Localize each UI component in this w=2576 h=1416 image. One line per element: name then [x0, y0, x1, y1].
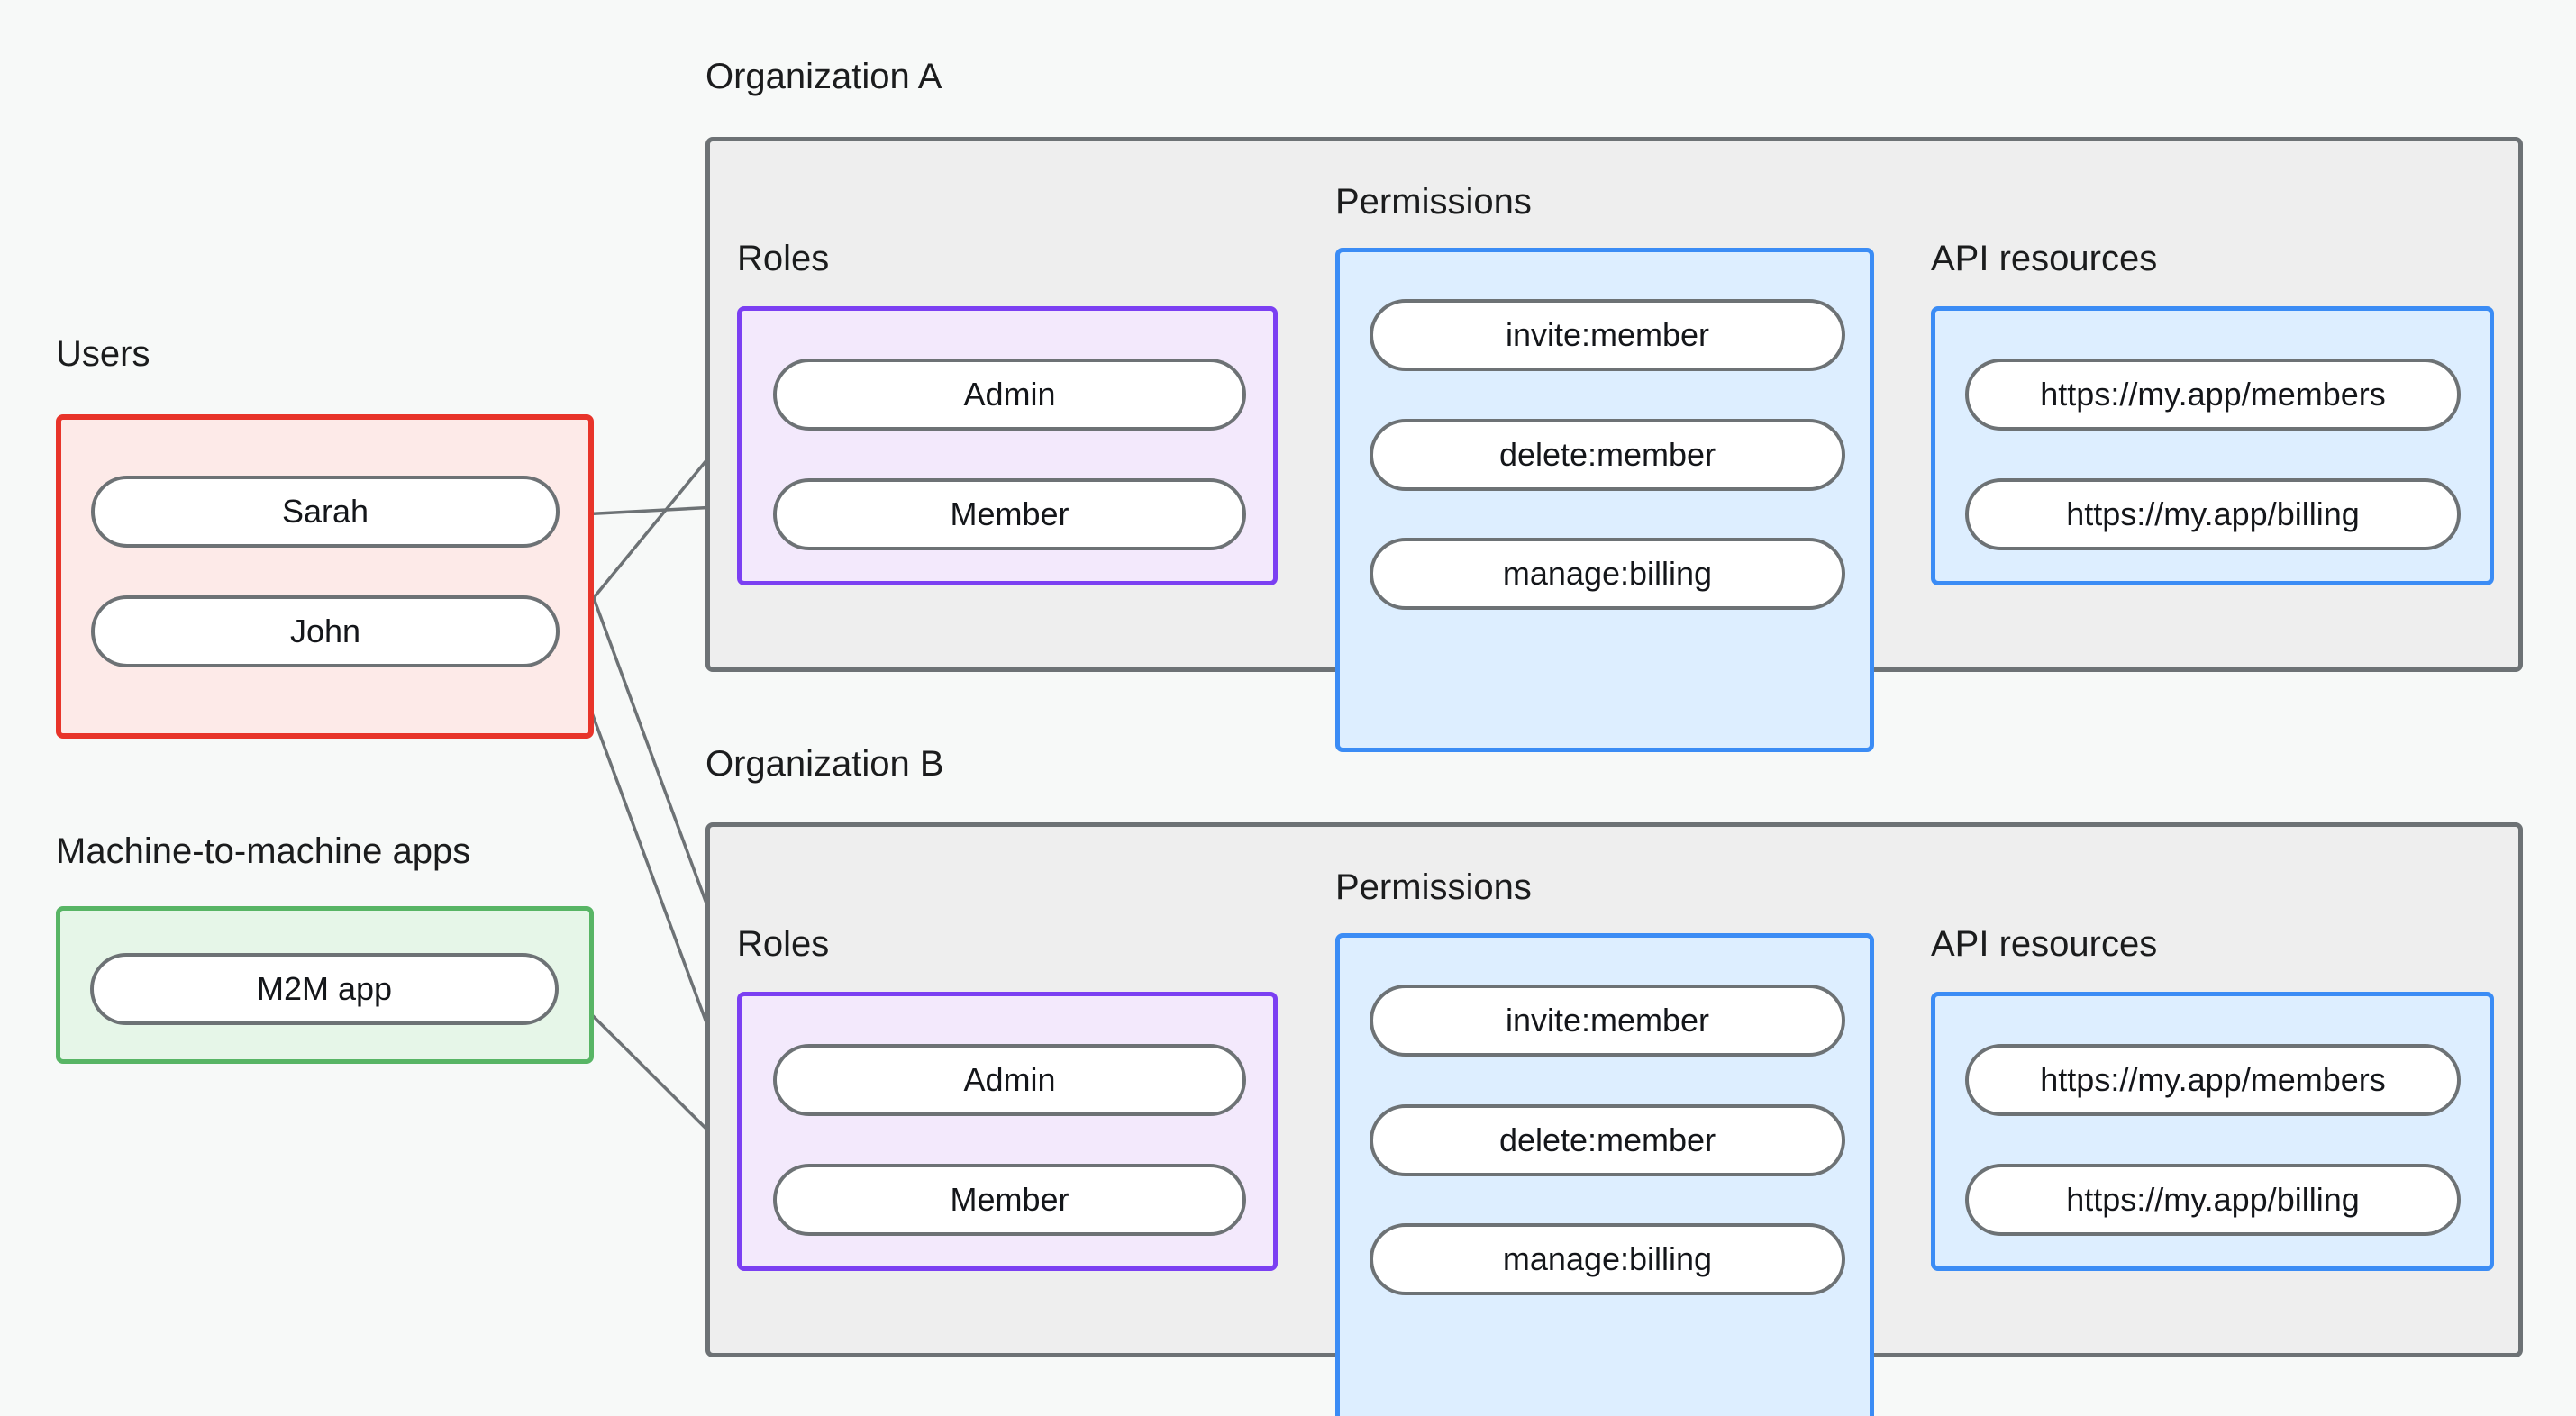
- api-resource-node-b-billing[interactable]: https://my.app/billing: [1965, 1164, 2461, 1236]
- permissions-a-caption: Permissions: [1335, 182, 1532, 222]
- permission-node-b-billing[interactable]: manage:billing: [1370, 1223, 1845, 1295]
- permission-node-b-delete[interactable]: delete:member: [1370, 1104, 1845, 1176]
- m2m-group: M2M app: [56, 906, 594, 1064]
- users-group: Sarah John: [56, 414, 594, 739]
- api-resources-b-group: https://my.app/members https://my.app/bi…: [1931, 992, 2494, 1271]
- role-node-b-admin[interactable]: Admin: [773, 1044, 1246, 1116]
- role-node-b-member[interactable]: Member: [773, 1164, 1246, 1236]
- api-resources-a-caption: API resources: [1931, 239, 2158, 278]
- api-resource-node-b-members[interactable]: https://my.app/members: [1965, 1044, 2461, 1116]
- m2m-node-app[interactable]: M2M app: [90, 953, 559, 1025]
- user-node-john[interactable]: John: [91, 595, 560, 667]
- roles-b-caption: Roles: [737, 924, 830, 964]
- role-node-a-admin[interactable]: Admin: [773, 359, 1246, 431]
- permission-node-a-billing[interactable]: manage:billing: [1370, 538, 1845, 610]
- organization-a-group: Roles Admin Member Permissions invite:me…: [705, 137, 2523, 752]
- api-resource-node-a-billing[interactable]: https://my.app/billing: [1965, 478, 2461, 550]
- api-resource-node-a-members[interactable]: https://my.app/members: [1965, 359, 2461, 431]
- roles-b-group: Admin Member: [737, 992, 1278, 1271]
- roles-a-group: Admin Member: [737, 306, 1278, 585]
- api-resources-b-caption: API resources: [1931, 924, 2158, 964]
- organization-a-caption: Organization A: [705, 57, 942, 96]
- permission-node-a-invite[interactable]: invite:member: [1370, 299, 1845, 371]
- role-node-a-member[interactable]: Member: [773, 478, 1246, 550]
- users-caption: Users: [56, 334, 150, 374]
- permissions-b-group: invite:member delete:member manage:billi…: [1335, 933, 1874, 1416]
- permission-node-a-delete[interactable]: delete:member: [1370, 419, 1845, 491]
- user-node-sarah[interactable]: Sarah: [91, 476, 560, 548]
- permissions-b-caption: Permissions: [1335, 867, 1532, 907]
- api-resources-a-group: https://my.app/members https://my.app/bi…: [1931, 306, 2494, 585]
- organization-b-group: Roles Admin Member Permissions invite:me…: [705, 822, 2523, 1416]
- permission-node-b-invite[interactable]: invite:member: [1370, 985, 1845, 1057]
- permissions-a-group: invite:member delete:member manage:billi…: [1335, 248, 1874, 752]
- m2m-caption: Machine-to-machine apps: [56, 831, 471, 871]
- organization-b-caption: Organization B: [705, 744, 944, 784]
- roles-a-caption: Roles: [737, 239, 830, 278]
